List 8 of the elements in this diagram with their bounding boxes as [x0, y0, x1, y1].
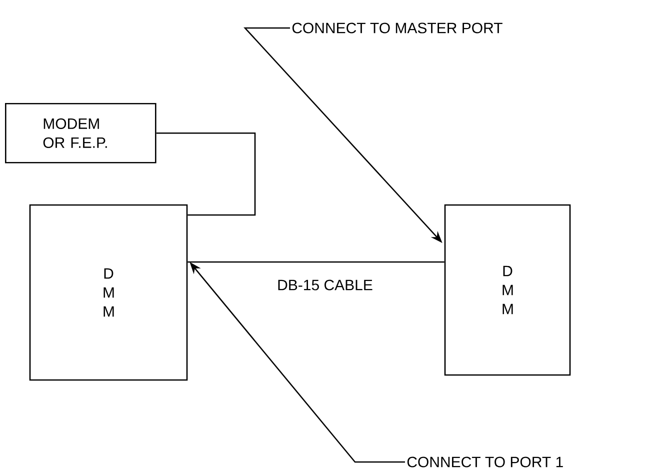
device-box: D M M: [444, 204, 571, 376]
connector-line: [188, 261, 444, 263]
edge-label: DB-15 CABLE: [276, 278, 374, 292]
device-box: MODEM OR F.E.P.: [5, 103, 156, 164]
device-box: D M M: [29, 204, 188, 381]
callout-text: CONNECT TO MASTER PORT: [292, 22, 502, 34]
callout-text: CONNECT TO PORT 1: [407, 456, 563, 468]
connector-line: [156, 132, 256, 216]
